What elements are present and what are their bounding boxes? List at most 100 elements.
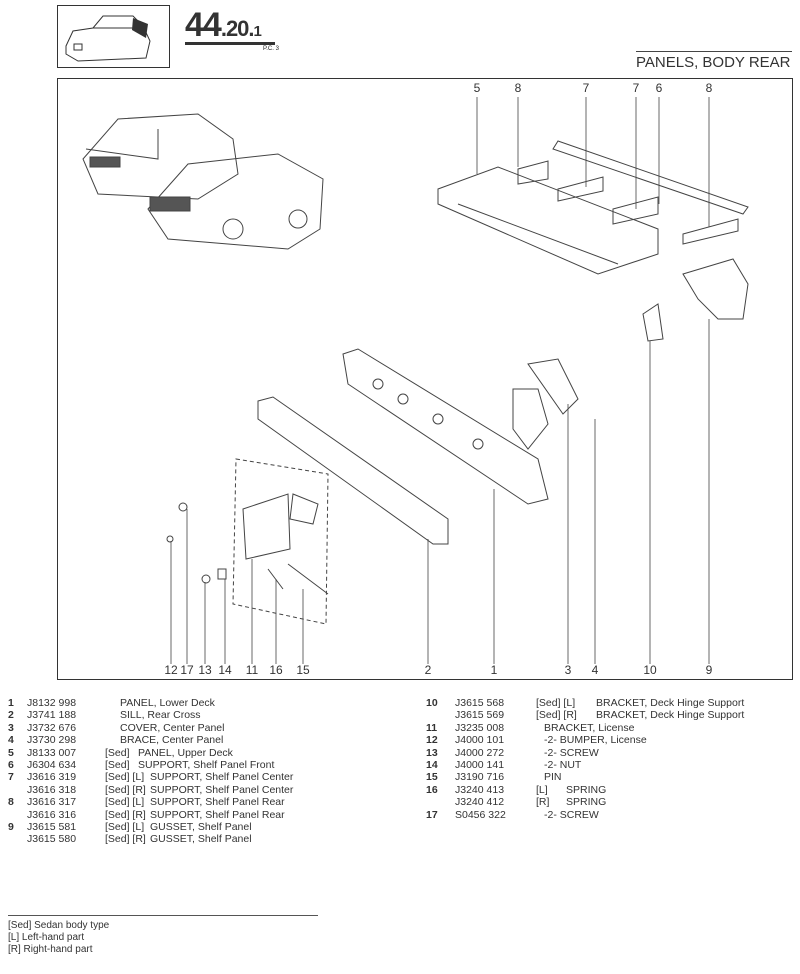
part-num: 9 (8, 820, 14, 833)
pc-label: P.C. 3 (263, 46, 279, 52)
callout-11: 11 (245, 663, 259, 677)
callout-8: 8 (514, 81, 522, 95)
part-num: 8 (8, 796, 14, 809)
part-desc: BRACKET, Deck Hinge Support (596, 709, 745, 722)
parts-list-right: 10 J3615 568 [Sed] [L] BRACKET, Deck Hinge … (426, 697, 796, 821)
page-reference-number: 44.20.1 (185, 6, 262, 45)
part-desc: SILL, Rear Cross (120, 709, 201, 722)
parts-row: 12 J4000 101 -2- BUMPER, License (426, 734, 796, 746)
callout-12: 12 (164, 663, 178, 677)
part-part: J3616 316 (27, 808, 77, 821)
callout-3: 3 (564, 663, 572, 677)
part-num: 3 (8, 721, 14, 734)
part-num: 16 (426, 783, 438, 796)
part-qual: [Sed] [R] (105, 833, 146, 846)
part-num: 11 (426, 721, 438, 734)
parts-row: J3615 569 [Sed] [R] BRACKET, Deck Hinge Su… (426, 709, 796, 721)
part-desc: BRACKET, License (544, 721, 635, 734)
callout-10: 10 (643, 663, 657, 677)
part-desc: SUPPORT, Shelf Panel Rear (150, 796, 285, 809)
part-qual: [Sed] (105, 746, 130, 759)
part-desc: GUSSET, Shelf Panel (150, 833, 252, 846)
part-part: J3616 319 (27, 771, 77, 784)
car-outline-icon (65, 15, 151, 62)
part-qual: [Sed] [L] (536, 697, 576, 709)
part-num: 12 (426, 734, 438, 747)
callout-1: 1 (490, 663, 498, 677)
part-part: J6304 634 (27, 758, 77, 771)
part-desc: -2- NUT (544, 758, 582, 771)
part-part: J3615 569 (455, 709, 505, 722)
exploded-diagram: 5 8 7 7 6 8 12 17 13 14 11 16 15 2 1 3 4… (57, 78, 793, 680)
section-rule (636, 51, 792, 52)
part-num: 2 (8, 709, 14, 722)
callout-2: 2 (424, 663, 432, 677)
legend-sed: [Sed] Sedan body type (8, 920, 110, 931)
part-qual: [L] (536, 783, 548, 796)
part-num: 15 (426, 771, 438, 784)
vehicle-thumbnail (57, 5, 170, 68)
part-desc: COVER, Center Panel (120, 721, 225, 734)
part-part: J4000 101 (455, 734, 505, 747)
part-qual: [Sed] [R] (536, 709, 577, 722)
legend-rule (8, 915, 318, 916)
callout-5: 5 (473, 81, 481, 95)
part-part: J3615 581 (27, 820, 77, 833)
part-part: J3615 568 (455, 697, 505, 709)
section-title: PANELS, BODY REAR (636, 54, 791, 71)
part-part: J3240 412 (455, 796, 505, 809)
parts-row: 10 J3615 568 [Sed] [L] BRACKET, Deck Hinge … (426, 697, 796, 709)
callout-9: 9 (705, 663, 713, 677)
callout-16: 16 (269, 663, 283, 677)
ref-main: 44 (185, 6, 222, 44)
part-part: J3235 008 (455, 721, 505, 734)
part-num: 6 (8, 758, 14, 771)
part-part: J3240 413 (455, 783, 505, 796)
part-desc: PANEL, Lower Deck (120, 697, 215, 709)
part-part: J4000 141 (455, 758, 505, 771)
callout-7b: 7 (632, 81, 640, 95)
callout-7: 7 (582, 81, 590, 95)
part-part: J3741 188 (27, 709, 77, 722)
part-num: 7 (8, 771, 14, 784)
callout-13: 13 (198, 663, 212, 677)
part-desc: -2- BUMPER, License (544, 734, 647, 747)
part-qual: [Sed] [R] (105, 808, 146, 821)
part-num: 14 (426, 758, 438, 771)
callout-14: 14 (218, 663, 232, 677)
part-desc: SUPPORT, Shelf Panel Center (150, 771, 294, 784)
ref-sub: .20. (220, 16, 255, 41)
part-num: 10 (426, 697, 438, 709)
parts-row: J3615 580 [Sed] [R] GUSSET, Shelf Panel (8, 833, 398, 845)
ref-underline (185, 42, 275, 45)
parts-row: 2 J3741 188 SILL, Rear Cross (8, 709, 398, 721)
part-part: J3190 716 (455, 771, 505, 784)
part-part: J3615 580 (27, 833, 77, 846)
callout-17: 17 (180, 663, 194, 677)
part-num: 4 (8, 734, 14, 747)
part-desc: -2- SCREW (544, 746, 599, 759)
part-desc: -2- SCREW (544, 808, 599, 821)
part-part: J8133 007 (27, 746, 77, 759)
legend: [Sed] Sedan body type [L] Left-hand part… (8, 920, 109, 956)
part-desc: BRACKET, Deck Hinge Support (596, 697, 745, 709)
part-part: J4000 272 (455, 746, 505, 759)
callout-8b: 8 (705, 81, 713, 95)
ref-suffix: 1 (253, 23, 262, 40)
part-desc: GUSSET, Shelf Panel (150, 820, 252, 833)
part-desc: SUPPORT, Shelf Panel Rear (150, 808, 285, 821)
part-part: S0456 322 (455, 808, 506, 821)
part-part: J3616 318 (27, 783, 77, 796)
parts-row: J3616 316 [Sed] [R] SUPPORT, Shelf Panel R… (8, 809, 398, 821)
